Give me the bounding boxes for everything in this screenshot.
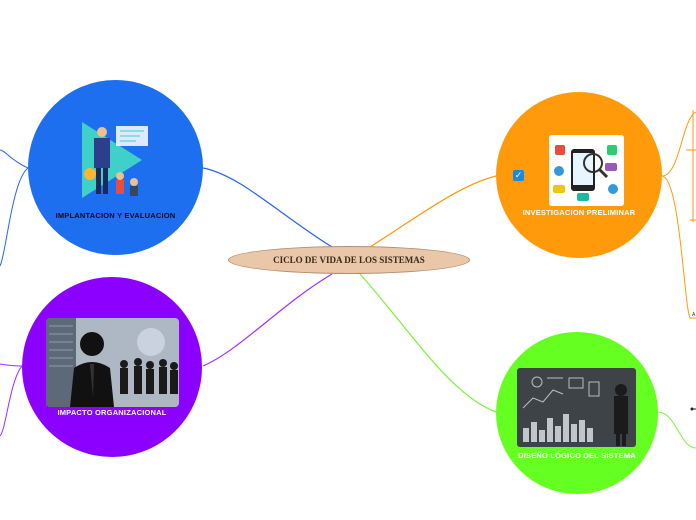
branch-impacto-a (0, 363, 23, 367)
central-topic[interactable]: CICLO DE VIDA DE LOS SISTEMAS (228, 246, 470, 274)
investigacion-illustration (549, 135, 624, 206)
branch-implantacion-a (0, 149, 29, 169)
branch-implantacion-b (0, 167, 29, 267)
connector-investigacion (369, 175, 497, 248)
investigacion-label: INVESTIGACION PRELIMINAR (522, 208, 636, 217)
diseno-illustration (517, 368, 636, 447)
node-diseno[interactable]: DISEÑO LÓGICO DEL SISTEMA (496, 332, 658, 494)
branch-investigacion-a (661, 111, 696, 177)
node-implantacion[interactable]: IMPLANTACION Y EVALUACION (28, 80, 203, 255)
edge-label-a: A (692, 312, 696, 318)
connector-implantacion (202, 167, 333, 248)
implantacion-label: IMPLANTACION Y EVALUACION (55, 211, 176, 220)
node-impacto[interactable]: IMPACTO ORGANIZACIONAL (22, 277, 202, 457)
connector-diseno (359, 273, 497, 413)
impacto-label: IMPACTO ORGANIZACIONAL (57, 408, 167, 417)
implantacion-illustration (78, 118, 153, 203)
connector-impacto (202, 273, 333, 367)
branch-investigacion-b (661, 175, 696, 319)
impacto-illustration (46, 318, 179, 407)
checkbox-icon[interactable]: ✓ (513, 170, 524, 181)
diseno-label: DISEÑO LÓGICO DEL SISTEMA (518, 451, 636, 460)
central-topic-label: CICLO DE VIDA DE LOS SISTEMAS (273, 255, 425, 265)
branch-impacto-b (0, 365, 23, 437)
branch-diseno-a (657, 411, 696, 449)
